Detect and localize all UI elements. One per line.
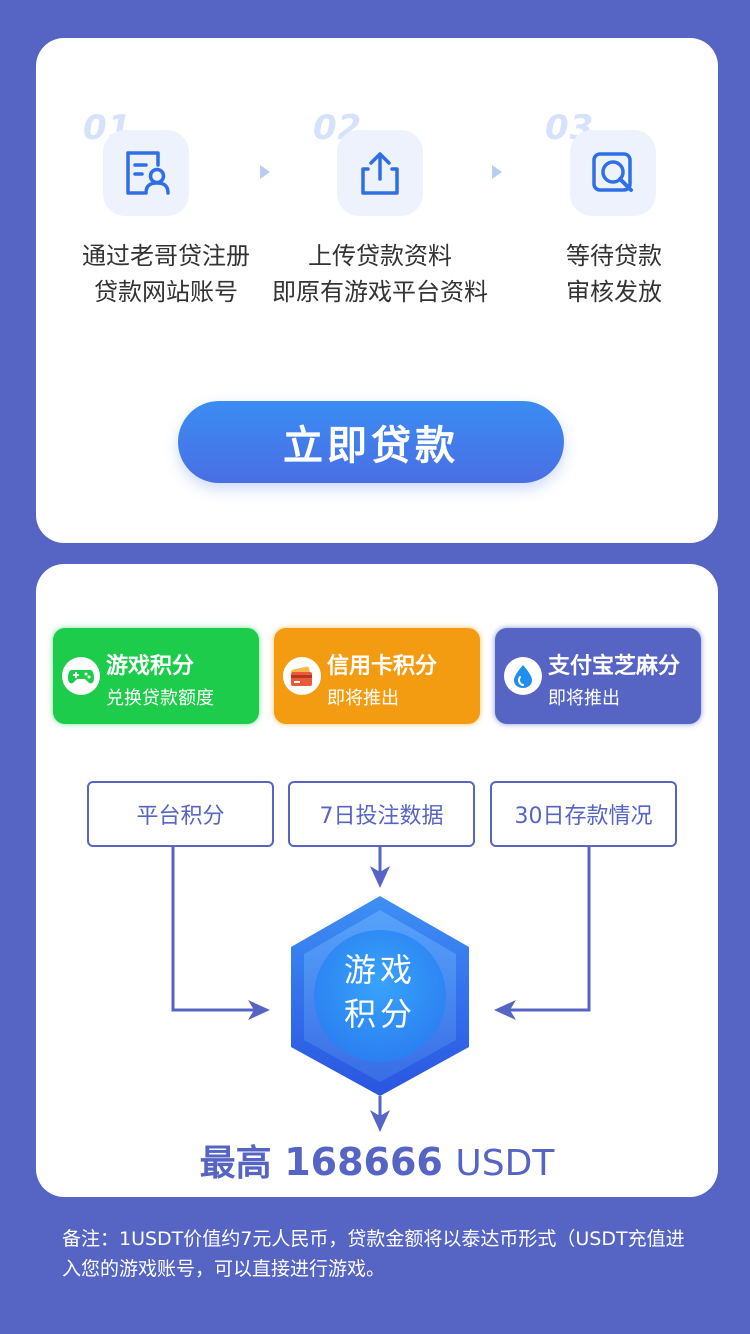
tile-credit-card-score[interactable]: 信用卡积分 即将推出 — [274, 628, 480, 724]
hexagon-label: 游戏 积分 — [343, 951, 416, 1033]
arrow-right-icon — [248, 1000, 270, 1020]
chevron-right-icon — [260, 165, 270, 179]
tile-title: 支付宝芝麻分 — [548, 654, 681, 679]
upload-icon — [337, 130, 423, 216]
tile-subtitle: 兑换贷款额度 — [106, 688, 214, 709]
connector-line — [508, 847, 591, 1012]
factor-7day-bets: 7日投注数据 — [288, 781, 475, 847]
credit-card-icon — [283, 657, 321, 695]
factor-30day-deposit: 30日存款情况 — [490, 781, 677, 847]
max-loan-amount: 最高 168666 USDT — [199, 1140, 555, 1184]
tile-subtitle: 即将推出 — [327, 688, 399, 709]
tile-subtitle: 即将推出 — [548, 688, 620, 709]
sesame-drop-icon — [504, 657, 542, 695]
arrow-left-icon — [494, 1000, 516, 1020]
step-description: 通过老哥贷注册 贷款网站账号 — [82, 242, 250, 306]
step-description: 等待贷款 审核发放 — [566, 242, 662, 306]
tile-game-score[interactable]: 游戏积分 兑换贷款额度 — [53, 628, 259, 724]
tile-title: 信用卡积分 — [327, 654, 438, 679]
tile-title: 游戏积分 — [106, 654, 195, 679]
chevron-right-icon — [492, 165, 502, 179]
gamepad-icon — [62, 657, 100, 695]
arrow-down-icon — [370, 866, 390, 888]
apply-loan-button[interactable]: 立即贷款 — [178, 401, 564, 483]
flow-diagram — [171, 847, 591, 1132]
factor-platform-score: 平台积分 — [87, 781, 274, 847]
search-review-icon — [570, 130, 656, 216]
score-card: 游戏积分 兑换贷款额度 信用卡积分 即将推出 支付宝芝麻分 即将推出 — [36, 564, 718, 1197]
tile-sesame-score[interactable]: 支付宝芝麻分 即将推出 — [495, 628, 701, 724]
user-profile-icon — [103, 130, 189, 216]
connector-line — [171, 847, 256, 1012]
step-description: 上传贷款资料 即原有游戏平台资料 — [272, 242, 488, 306]
arrow-down-icon — [370, 1110, 390, 1132]
footnote: 备注：1USDT价值约7元人民币，贷款金额将以泰达币形式（USDT充值进入您的游… — [62, 1228, 685, 1280]
steps-card: 01 通过老哥贷注册 贷款网站账号 02 — [36, 38, 718, 543]
